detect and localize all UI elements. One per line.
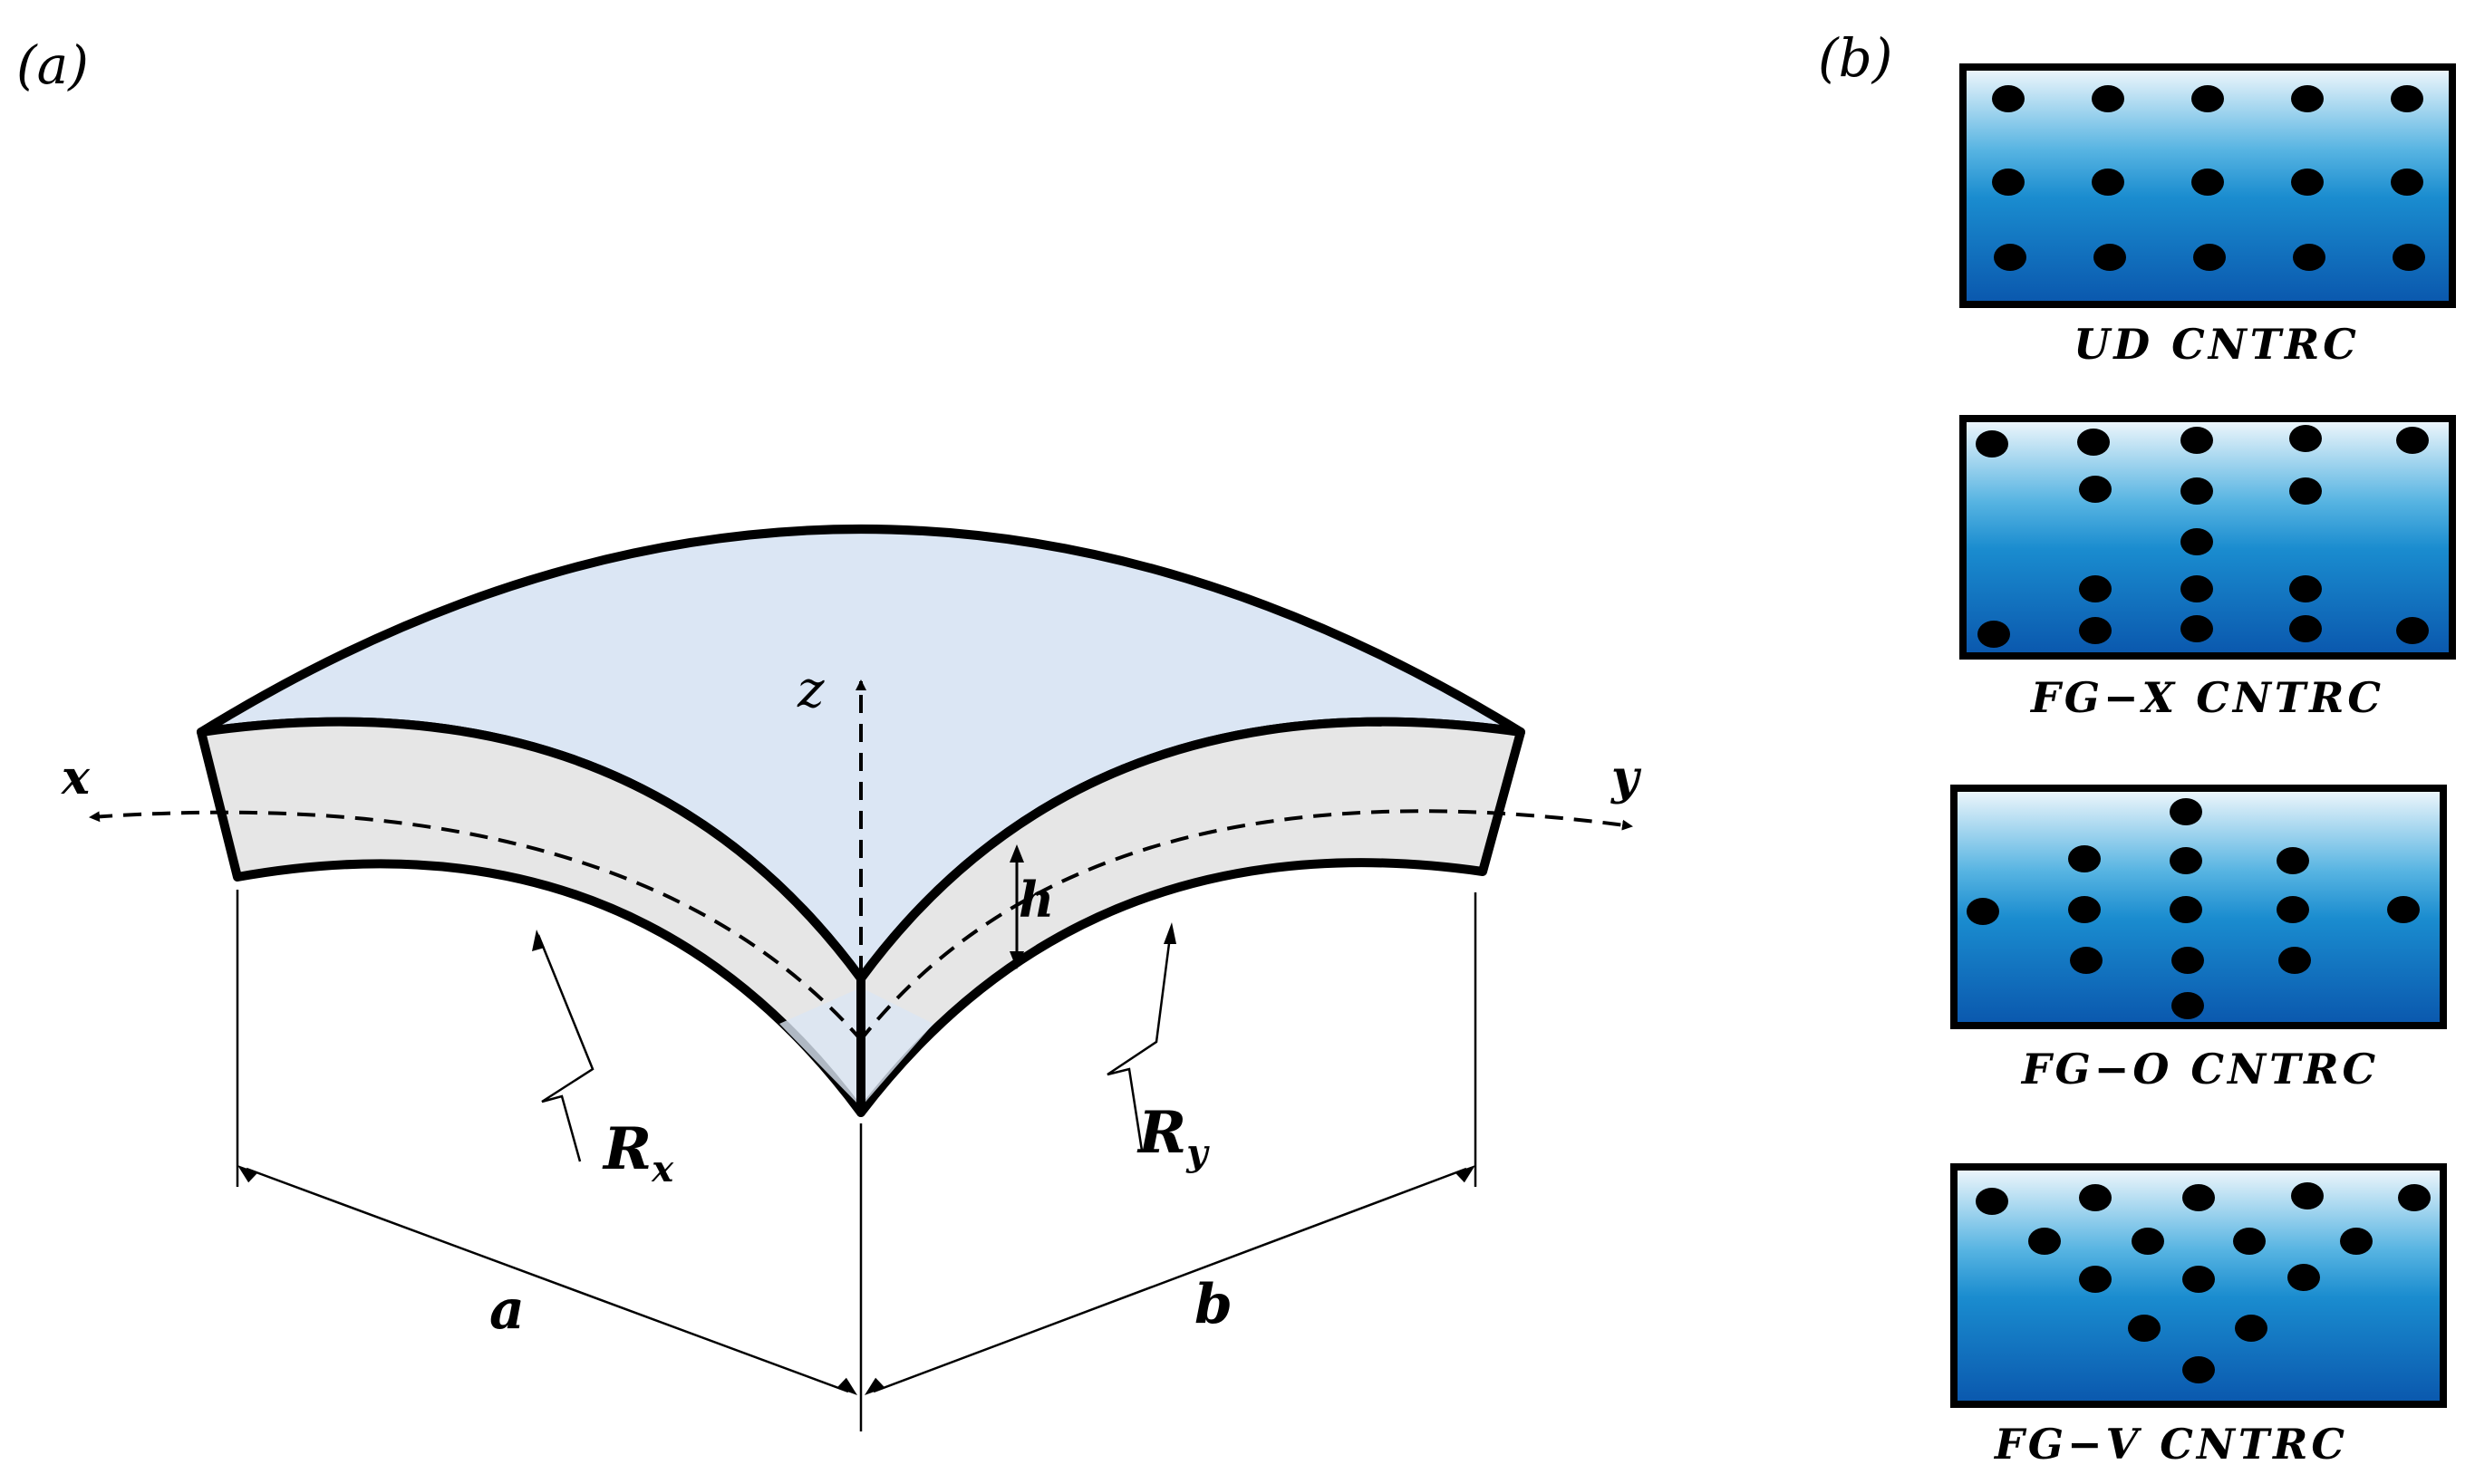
dimension-a-line xyxy=(246,1167,849,1393)
cnt-panel-fgv: FG−V CNTRC xyxy=(1950,1163,2447,1469)
caption-fgo: FG−O CNTRC xyxy=(2020,1045,2379,1094)
caption-ud: UD CNTRC xyxy=(2074,320,2360,369)
panel-a-label: (a) xyxy=(16,34,89,96)
panel-a: (a) x y z h Rx Ry xyxy=(16,34,1642,1431)
radius-x-leader xyxy=(537,934,595,1162)
dimension-b-line xyxy=(873,1167,1467,1393)
x-axis-curve xyxy=(89,810,865,1044)
fibers-fgx xyxy=(1976,425,2429,648)
fibers-fgo xyxy=(1967,798,2420,1019)
panel-b: (b) UD CNTRC FG−X CNTRC xyxy=(1818,27,2456,1469)
panel-b-label: (b) xyxy=(1818,27,1892,89)
caption-fgx: FG−X CNTRC xyxy=(2029,673,2384,722)
shell-right-face xyxy=(856,717,1525,1117)
cnt-panel-fgx: FG−X CNTRC xyxy=(1959,415,2456,722)
panel-fgx-box xyxy=(1959,415,2456,660)
caption-fgv: FG−V CNTRC xyxy=(1993,1420,2348,1469)
axis-x-label: x xyxy=(61,750,91,805)
fibers-ud xyxy=(1992,85,2425,271)
axis-z-label: z xyxy=(797,660,825,719)
radius-x-label: Rx xyxy=(602,1115,674,1190)
cnt-panel-fgo: FG−O CNTRC xyxy=(1950,785,2447,1094)
fibers-fgv xyxy=(1976,1182,2431,1383)
dimension-a-label: a xyxy=(489,1278,525,1342)
dimension-b-label: b xyxy=(1194,1273,1233,1336)
axis-y-label: y xyxy=(1610,750,1642,805)
radius-y-label: Ry xyxy=(1136,1099,1210,1174)
cnt-panel-ud: UD CNTRC xyxy=(1959,63,2456,369)
thickness-label: h xyxy=(1019,871,1054,929)
radius-y-leader xyxy=(1107,929,1173,1152)
